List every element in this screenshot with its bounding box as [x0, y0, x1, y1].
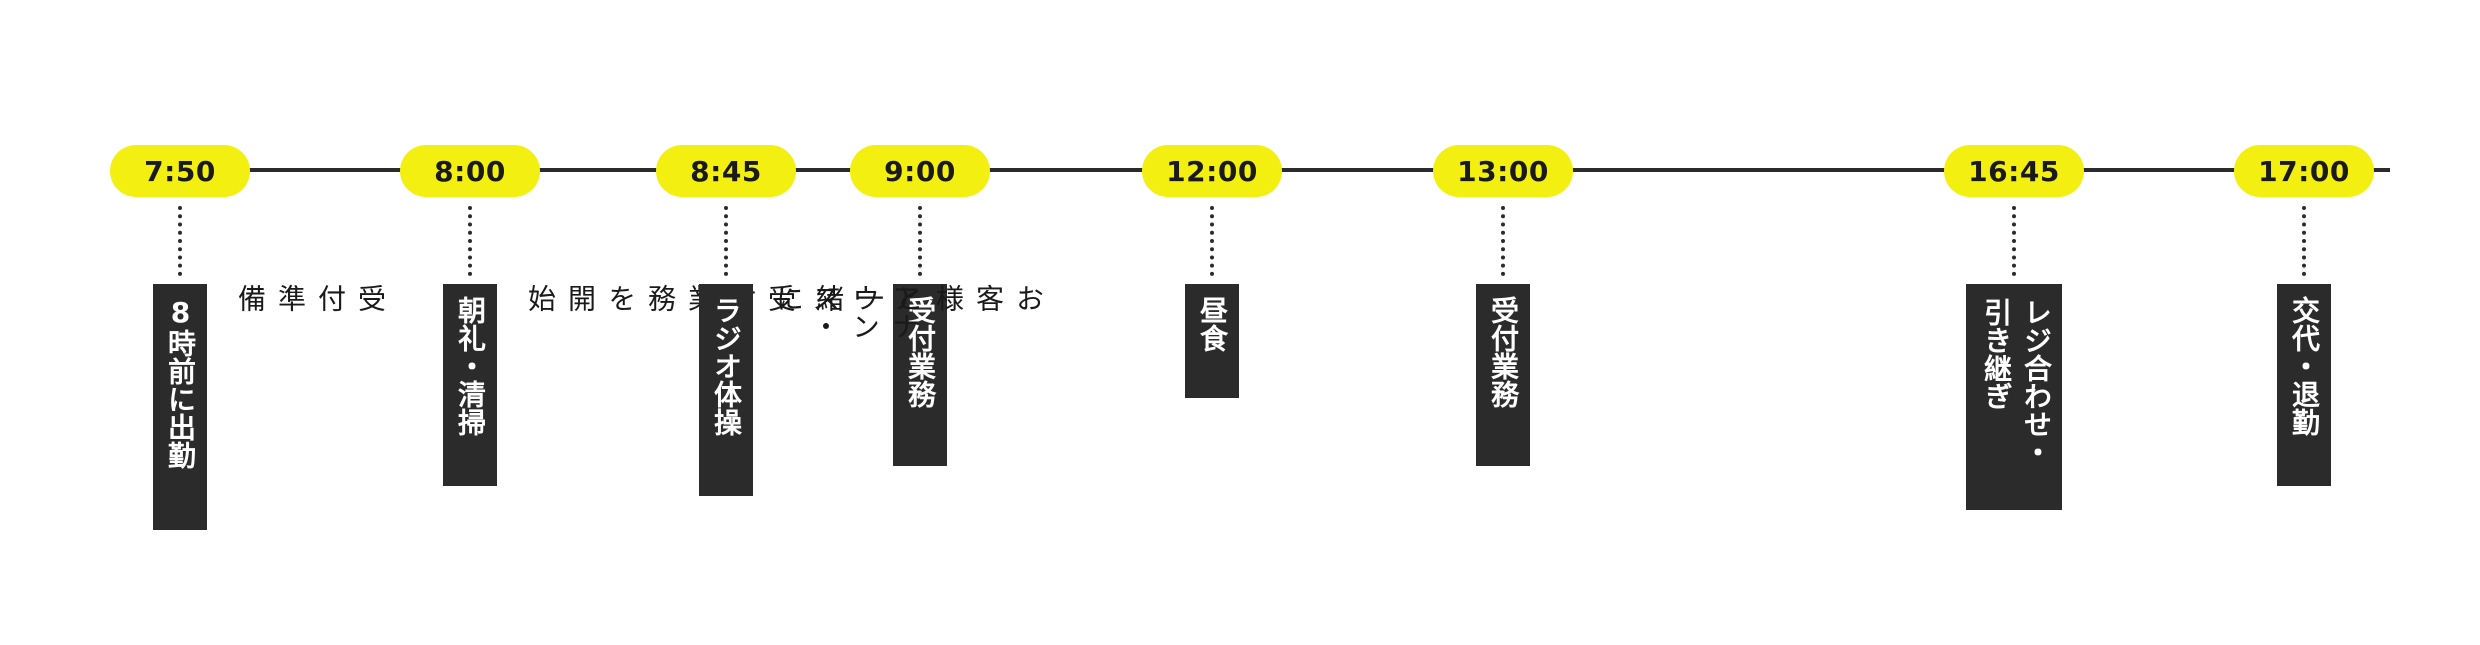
dotted-connector [724, 206, 728, 276]
activity-note: 受付準備 [234, 284, 387, 312]
time-pill: 13:00 [1433, 145, 1573, 197]
activity-box: 受付業務 [1476, 284, 1530, 466]
time-pill: 17:00 [2234, 145, 2374, 197]
time-pill: 9:00 [850, 145, 990, 197]
dotted-connector [1501, 206, 1505, 276]
activity-note-line1: アナウンス・ [808, 284, 921, 340]
activity-box: ラジオ体操 [699, 284, 753, 496]
activity-box-line1: レジ合わせ・ [2020, 298, 2053, 466]
dotted-connector [1210, 206, 1214, 276]
time-pill: 8:00 [400, 145, 540, 197]
time-pill: 8:45 [656, 145, 796, 197]
activity-box: 昼食 [1185, 284, 1239, 398]
time-pill: 7:50 [110, 145, 250, 197]
activity-box-line2: 引き継ぎ [1980, 298, 2013, 410]
activity-note: 受付業務を開始 [524, 284, 797, 312]
time-pill: 16:45 [1944, 145, 2084, 197]
dotted-connector [2302, 206, 2306, 276]
activity-box: 8時前に出勤 [153, 284, 207, 530]
dotted-connector [2012, 206, 2016, 276]
activity-box: 交代・退勤 [2277, 284, 2331, 486]
time-pill: 12:00 [1142, 145, 1282, 197]
activity-note-line2: お客様と一緒に [772, 284, 1045, 312]
dotted-connector [468, 206, 472, 276]
dotted-connector [178, 206, 182, 276]
activity-box: レジ合わせ・ 引き継ぎ [1966, 284, 2062, 510]
activity-box: 受付業務 [893, 284, 947, 466]
dotted-connector [918, 206, 922, 276]
timeline-axis [180, 168, 2390, 172]
activity-box: 朝礼・清掃 [443, 284, 497, 486]
